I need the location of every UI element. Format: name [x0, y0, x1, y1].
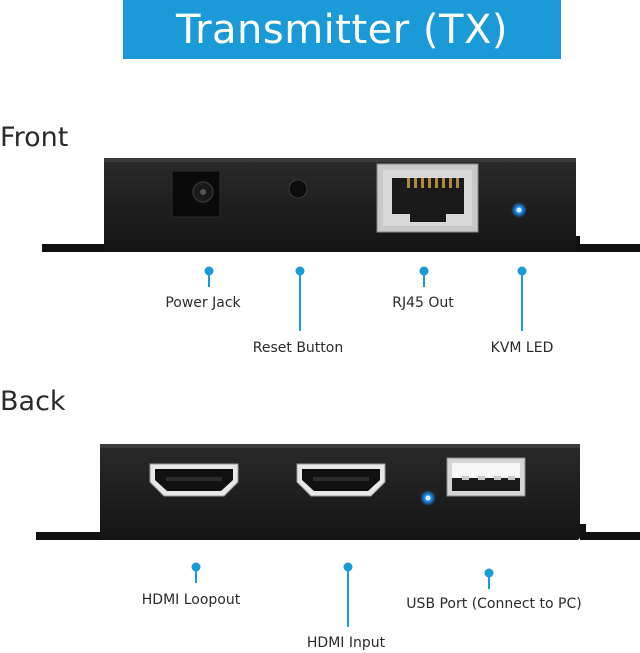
hdmi-loopout-line — [195, 567, 197, 583]
kvm-led-line — [521, 271, 523, 331]
front-device — [42, 158, 640, 252]
title-banner: Transmitter (TX) — [123, 0, 561, 59]
back-section-title: Back — [0, 386, 66, 417]
rj45-out-line — [423, 271, 425, 287]
reset-button-line — [299, 271, 301, 331]
front-section-title: Front — [0, 122, 69, 153]
hdmi-input-label: HDMI Input — [306, 635, 386, 651]
hdmi-loopout-label: HDMI Loopout — [141, 592, 241, 608]
power-jack-label: Power Jack — [165, 295, 241, 311]
usb-port-line — [488, 573, 490, 589]
back-led — [420, 490, 436, 506]
reset-button-label: Reset Button — [252, 340, 344, 356]
usb-port-label: USB Port (Connect to PC) — [406, 596, 582, 612]
hdmi-input-line — [347, 567, 349, 627]
hdmi-input-port — [296, 463, 386, 497]
reset-button-hole — [288, 179, 308, 199]
back-device — [36, 444, 640, 540]
usb-port — [446, 457, 526, 497]
rj45-out-label: RJ45 Out — [392, 295, 454, 311]
kvm-led-label: KVM LED — [490, 340, 554, 356]
rj45-port — [376, 163, 479, 233]
power-jack-line — [208, 271, 210, 287]
power-jack-port — [171, 170, 221, 218]
hdmi-loopout-port — [149, 463, 239, 497]
kvm-led — [511, 202, 527, 218]
banner-title: Transmitter (TX) — [176, 6, 508, 53]
